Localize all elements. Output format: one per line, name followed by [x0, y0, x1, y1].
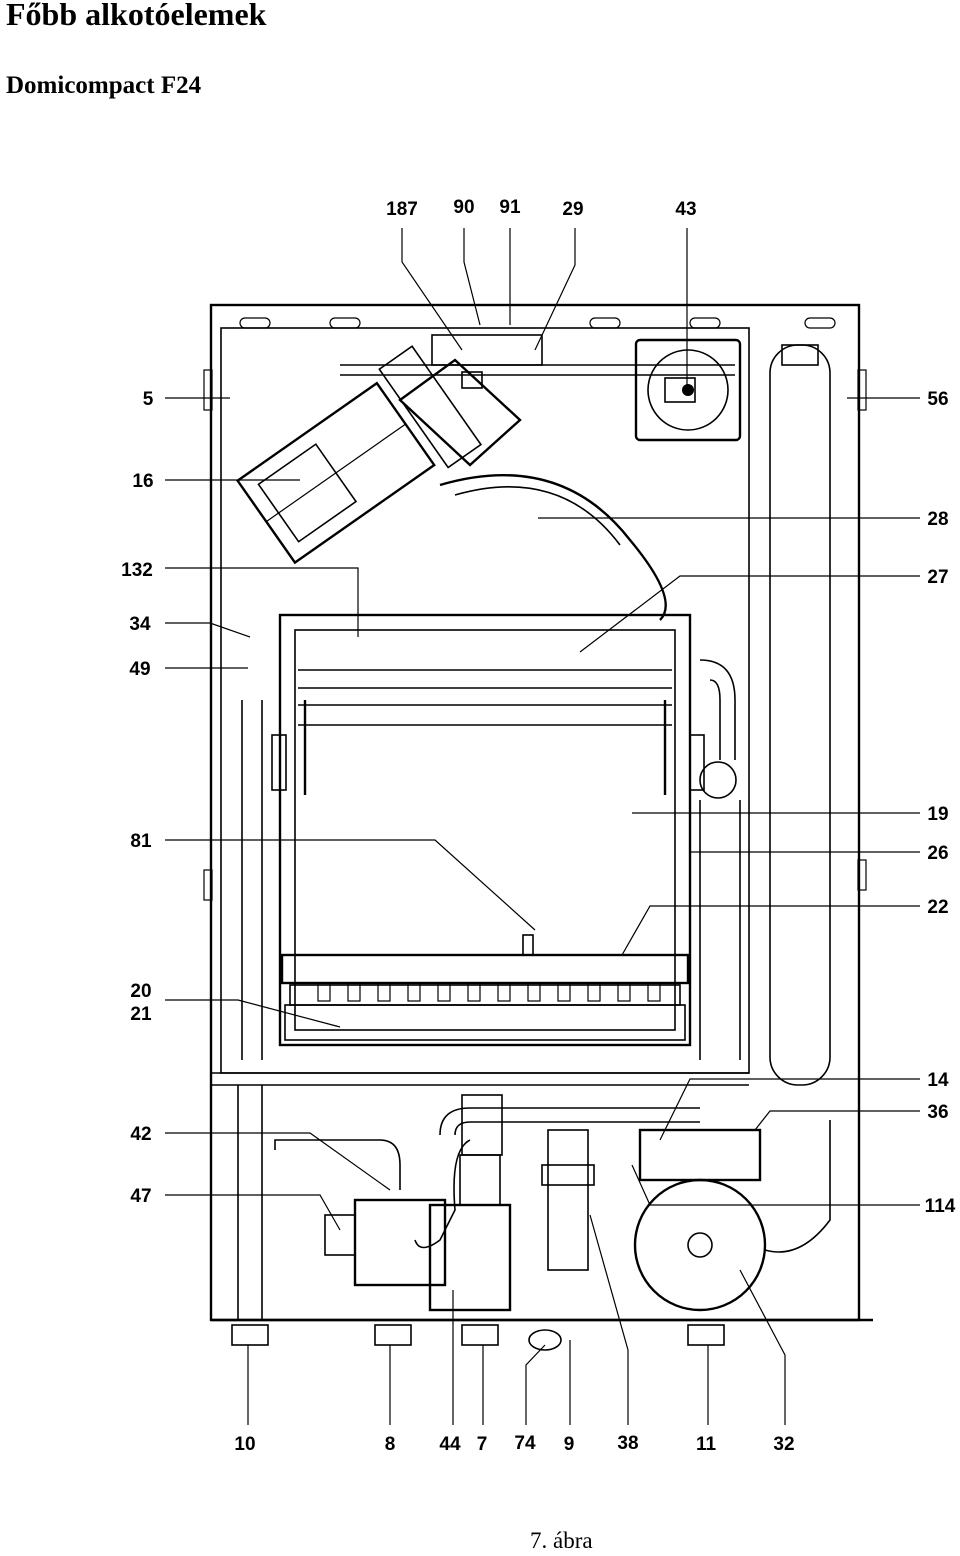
page-subtitle: Domicompact F24 [6, 72, 202, 99]
callout-7: 7 [477, 1434, 488, 1455]
callout-9: 9 [564, 1434, 575, 1455]
callout-132: 132 [121, 560, 153, 581]
side-pipes [237, 659, 741, 1320]
callout-5: 5 [143, 389, 154, 410]
figure-caption: 7. ábra [530, 1528, 593, 1553]
callout-91: 91 [499, 197, 521, 218]
pump [633, 1120, 831, 1312]
callout-22: 22 [927, 897, 948, 918]
callout-42: 42 [130, 1124, 151, 1145]
callout-32: 32 [773, 1434, 794, 1455]
flue-hood [340, 334, 735, 467]
callout-187: 187 [386, 199, 418, 220]
gas-valve [324, 1094, 512, 1312]
fan-motor [235, 345, 483, 565]
callout-19: 19 [927, 804, 948, 825]
callout-43: 43 [675, 199, 696, 220]
callout-labels: 187 90 91 29 43 5 56 16 28 132 27 34 49 … [121, 197, 956, 1455]
callout-14: 14 [927, 1070, 949, 1091]
callout-74: 74 [514, 1433, 536, 1454]
callout-38: 38 [617, 1433, 638, 1454]
callout-11: 11 [696, 1434, 717, 1455]
expansion-vessel [769, 344, 831, 1086]
callout-27: 27 [927, 567, 948, 588]
callout-34: 34 [129, 614, 151, 635]
callout-47: 47 [130, 1186, 151, 1207]
callout-21: 21 [130, 1004, 152, 1025]
air-pressure-switch [634, 338, 742, 442]
callout-114: 114 [925, 1196, 956, 1217]
bottom-connectors [231, 1324, 725, 1351]
callout-8: 8 [385, 1434, 396, 1455]
callout-90: 90 [453, 197, 474, 218]
combustion-chamber [271, 474, 705, 1047]
flow-pipes [274, 1107, 700, 1271]
callout-10: 10 [234, 1434, 255, 1455]
callout-44: 44 [439, 1434, 461, 1455]
callout-20: 20 [130, 981, 151, 1002]
callout-49: 49 [129, 659, 150, 680]
callout-26: 26 [927, 843, 948, 864]
page-title: Főbb alkotóelemek [6, 0, 267, 32]
callout-16: 16 [132, 471, 153, 492]
burner-nozzles [317, 982, 661, 1002]
callout-28: 28 [927, 509, 948, 530]
leader-lines [165, 228, 920, 1425]
callout-56: 56 [927, 389, 948, 410]
callout-29: 29 [562, 199, 583, 220]
burner [280, 934, 690, 1041]
callout-36: 36 [927, 1102, 948, 1123]
callout-81: 81 [130, 831, 152, 852]
